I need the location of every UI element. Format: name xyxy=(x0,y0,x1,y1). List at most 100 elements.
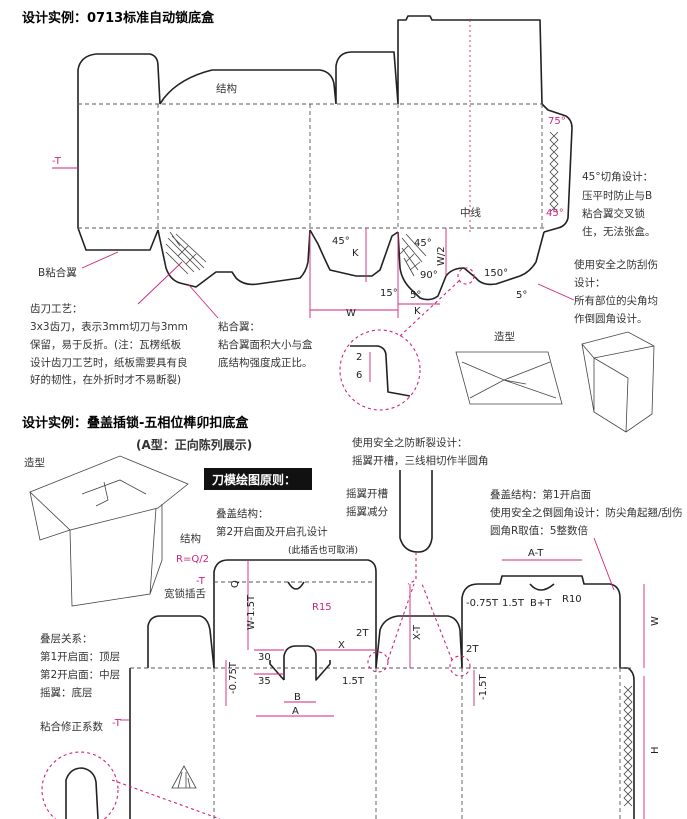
svg-text:设计齿刀工艺时，纸板需要具有良: 设计齿刀工艺时，纸板需要具有良 xyxy=(30,356,188,369)
zoom-detail-2 xyxy=(65,767,99,819)
box1-outline-bottom xyxy=(77,227,545,301)
shape-label-2: 造型 xyxy=(24,456,45,469)
svg-text:粘合翼面积大小与盒: 粘合翼面积大小与盒 xyxy=(218,338,313,351)
removable-note: (此插舌也可取消) xyxy=(288,544,358,556)
svg-text:作倒圆角设计。: 作倒圆角设计。 xyxy=(574,312,648,325)
dim-r10: R10 xyxy=(562,594,582,605)
angle-45-right: 45° xyxy=(546,208,564,219)
finger-hole xyxy=(287,581,305,590)
svg-text:摇翼开槽: 摇翼开槽 xyxy=(346,487,388,500)
shape-illustration-1 xyxy=(455,331,655,433)
dim-minus075t: -0.75T xyxy=(228,661,239,694)
svg-text:刀模绘图原则：: 刀模绘图原则： xyxy=(212,472,296,487)
safety-note: 使用安全之防刮伤 设计： 所有部位的尖角均 作倒圆角设计。 xyxy=(574,258,658,325)
dim-15: 15° xyxy=(380,288,398,299)
box2-mid-flap xyxy=(375,615,463,669)
svg-text:使用安全之倒圆角设计：防尖角起翘/刮伤: 使用安全之倒圆角设计：防尖角起翘/刮伤 xyxy=(490,506,683,519)
svg-text:使用安全之防刮伤: 使用安全之防刮伤 xyxy=(574,258,658,271)
section2-subtitle: (A型：正向陈列展示) xyxy=(136,437,252,452)
box2-right-panel xyxy=(461,575,635,819)
box1-outline-top xyxy=(77,15,543,105)
glue-arrow xyxy=(187,283,219,319)
midline-label: 中线 xyxy=(460,206,481,219)
zoom-circle-1 xyxy=(339,329,421,411)
s2-dim-lines xyxy=(120,559,645,819)
b-glue-arrow xyxy=(81,251,119,269)
svg-text:45°切角设计：: 45°切角设计： xyxy=(582,170,653,183)
svg-text:好的韧性，在外折时才不易断裂): 好的韧性，在外折时才不易断裂) xyxy=(30,373,181,386)
dim-r15: R15 xyxy=(312,602,332,613)
dim-at: A-T xyxy=(528,548,544,559)
zoom-dim-6: 6 xyxy=(356,370,362,381)
minus-t-label: -T xyxy=(52,156,62,167)
minus-t-label-2: -T xyxy=(196,576,206,587)
section1-title: 设计实例：0713标准自动锁底盒 xyxy=(22,10,215,26)
svg-text:保留，易于反折。(注：瓦楞纸板: 保留，易于反折。(注：瓦楞纸板 xyxy=(30,338,182,351)
svg-text:齿刀工艺：: 齿刀工艺： xyxy=(30,303,83,315)
glue-fix-t: -T xyxy=(112,718,122,729)
structure-label-1: 结构 xyxy=(216,82,237,95)
svg-text:第2开启面及开启孔设计: 第2开启面及开启孔设计 xyxy=(216,525,328,538)
tongue-lock xyxy=(269,645,331,681)
svg-text:第2开启面：中层: 第2开启面：中层 xyxy=(40,668,120,681)
svg-text:3x3齿刀，表示3mm切刀与3mm: 3x3齿刀，表示3mm切刀与3mm xyxy=(30,320,188,333)
safety-arrow xyxy=(537,283,575,301)
svg-text:叠盖结构：第1开启面: 叠盖结构：第1开启面 xyxy=(490,488,591,501)
dim-5a: 5° xyxy=(410,290,421,301)
dim-15t-r: 1.5T xyxy=(502,598,525,609)
dim-45b: 45° xyxy=(414,238,432,249)
dim-35: 35 xyxy=(258,676,271,687)
dim-minus15t: -1.5T xyxy=(478,673,489,700)
right-finger-hole xyxy=(529,583,555,591)
svg-text:设计：: 设计： xyxy=(574,276,606,289)
zoom-dim-2: 2 xyxy=(356,352,362,363)
tongue-note: 宽锁插舌 xyxy=(164,587,206,600)
dim-2t-a: 2T xyxy=(356,628,369,639)
zoom-circle-2 xyxy=(41,751,119,819)
svg-text:摇翼：底层: 摇翼：底层 xyxy=(40,686,93,699)
dim-h: H xyxy=(650,746,661,754)
svg-text:摇翼减分: 摇翼减分 xyxy=(346,505,388,518)
zoom-detail-cut xyxy=(350,345,411,397)
dim-5b: 5° xyxy=(516,290,527,301)
svg-text:粘合翼：: 粘合翼： xyxy=(218,320,260,333)
layers-note: 叠层关系： 第1开启面：顶层 第2开启面：中层 摇翼：底层 xyxy=(40,632,120,699)
angle-75: 75° xyxy=(548,116,566,127)
dim-bt: B+T xyxy=(530,598,552,609)
svg-text:所有部位的尖角均: 所有部位的尖角均 xyxy=(574,294,658,307)
flap-slot-note: 摇翼开槽 摇翼减分 xyxy=(346,487,388,518)
dim-w2: W/2 xyxy=(436,246,447,266)
dim-90: 90° xyxy=(420,270,438,281)
box2-left-flap xyxy=(147,615,215,669)
glue-note: 粘合翼： 粘合翼面积大小与盒 底结构强度成正比。 xyxy=(218,320,313,369)
chamfer-note: 45°切角设计： 压平时防止与B 粘合翼交叉锁 住，无法张盒。 xyxy=(582,170,656,238)
dim-k2: K xyxy=(414,306,421,317)
svg-text:使用安全之防断裂设计：: 使用安全之防断裂设计： xyxy=(352,436,468,449)
dim-45a: 45° xyxy=(332,236,350,247)
tooth-arrow xyxy=(137,261,183,305)
section2-title: 设计实例：叠盖插锁-五相位榫卯扣底盒 xyxy=(22,415,249,431)
principle-box: 刀模绘图原则： xyxy=(204,468,312,490)
triangle-icon xyxy=(171,765,197,789)
shape-label-1: 造型 xyxy=(494,330,515,343)
tooth-pattern-right xyxy=(399,233,427,277)
right-note: 叠盖结构：第1开启面 使用安全之倒圆角设计：防尖角起翘/刮伤 圆角R取值：5整数… xyxy=(490,488,683,537)
svg-text:叠层关系：: 叠层关系： xyxy=(40,632,93,645)
glue-zigzag-right xyxy=(549,131,559,213)
zoom-circle-small xyxy=(457,267,475,285)
dim-q: Q xyxy=(230,580,241,588)
dim-minus075t-r: -0.75T xyxy=(466,598,499,609)
svg-text:圆角R取值：5整数倍: 圆角R取值：5整数倍 xyxy=(490,524,588,537)
shape-illustration-2 xyxy=(29,455,189,607)
svg-text:叠盖结构：: 叠盖结构： xyxy=(216,507,269,520)
svg-text:摇翼开槽，三线相切作半圆角: 摇翼开槽，三线相切作半圆角 xyxy=(352,454,489,467)
box2-top-flap xyxy=(213,559,377,668)
slot-detail xyxy=(399,470,433,553)
zoom-circle-s2b xyxy=(449,655,471,677)
b-glue-label: B粘合翼 xyxy=(38,266,77,279)
structure-label-2: 结构 xyxy=(180,532,201,545)
dim-w-s2: W xyxy=(650,616,661,626)
tooth-pattern-left xyxy=(165,231,207,275)
dim-x: X xyxy=(338,640,345,651)
